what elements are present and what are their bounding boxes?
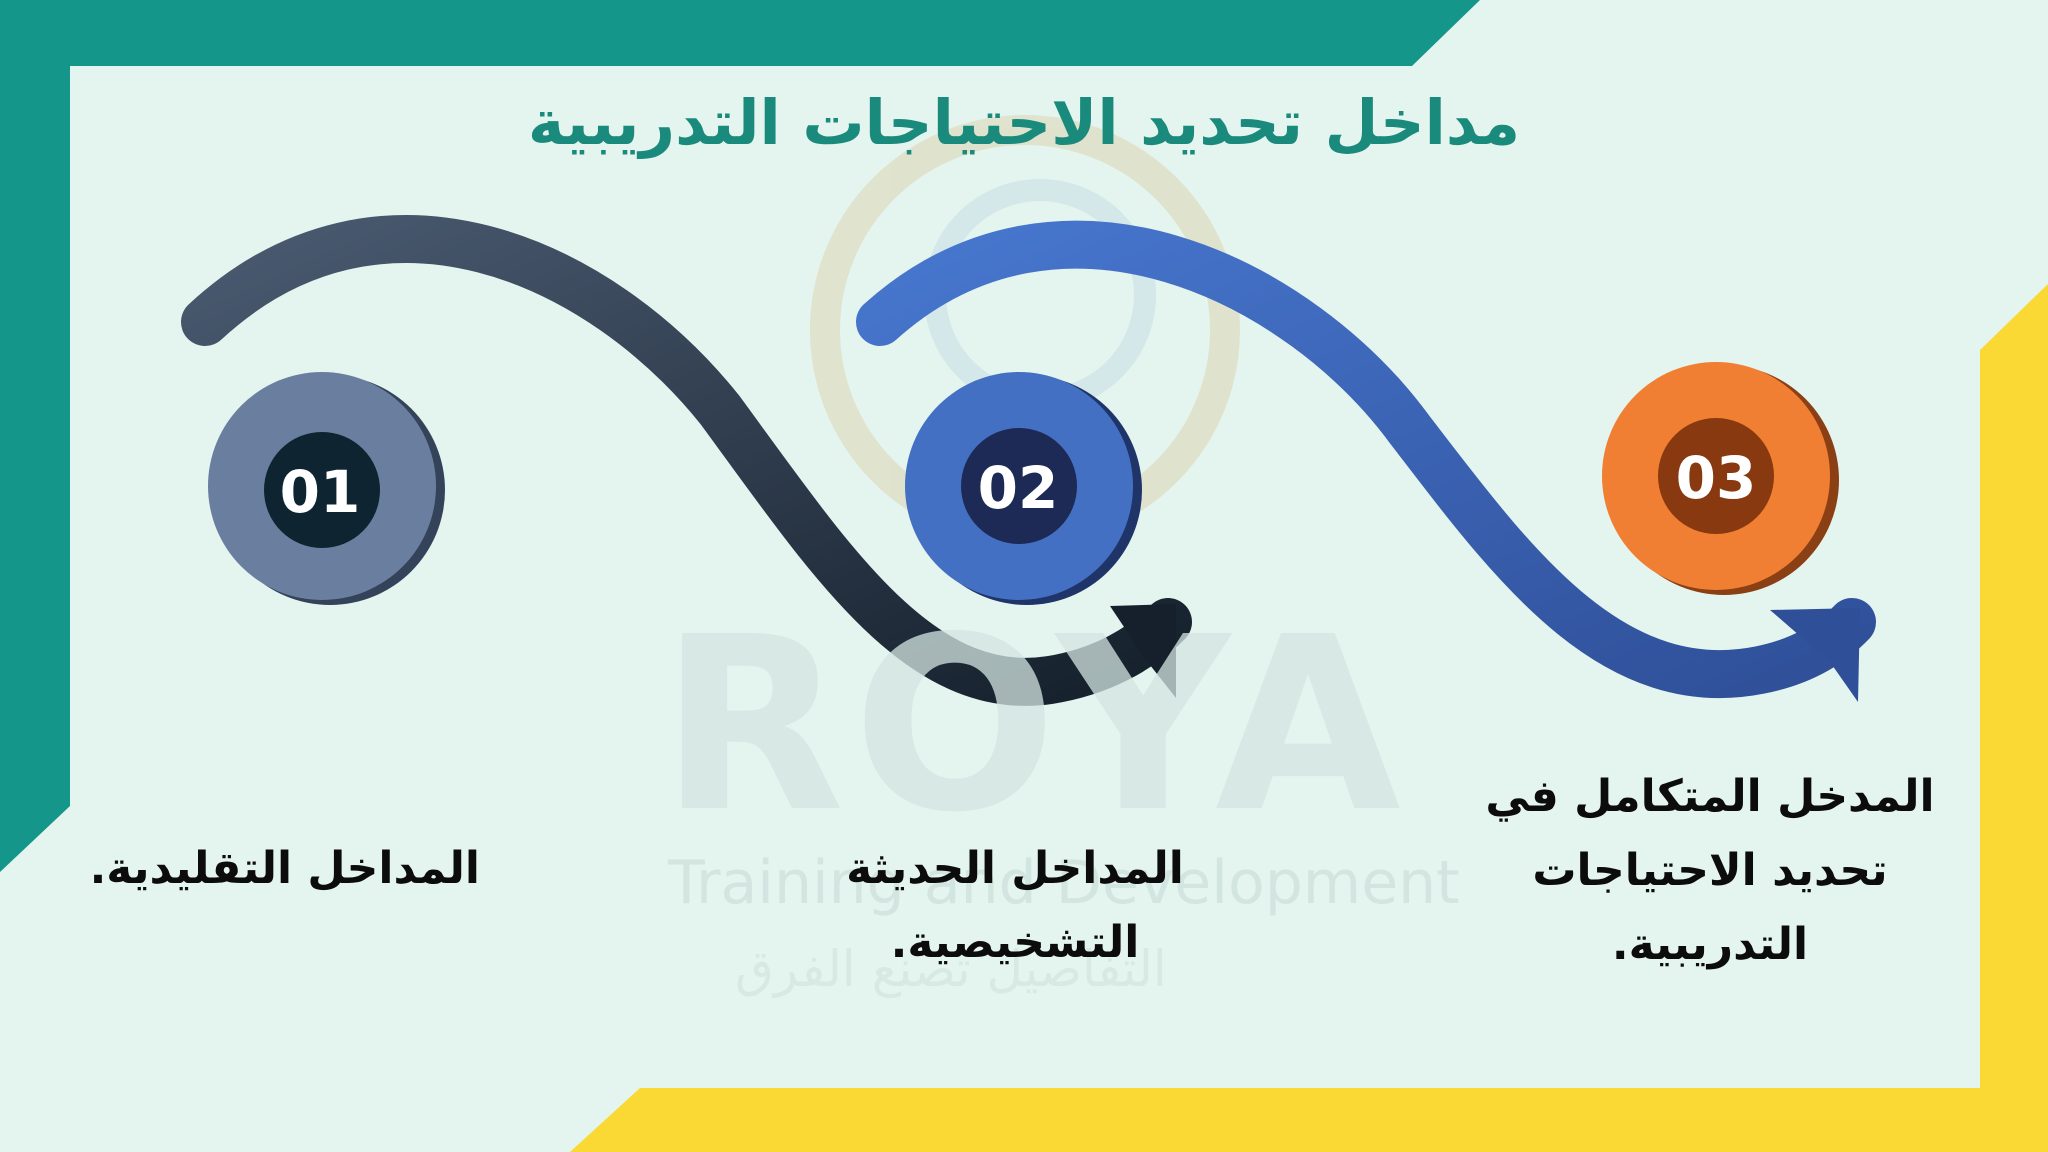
arrow-1	[181, 215, 1192, 706]
step-3-label-line: المدخل المتكامل في	[1485, 771, 1935, 822]
step-1-badge: 01	[208, 372, 445, 605]
arrow-2	[856, 220, 1876, 699]
page-title: مداخل تحديد الاحتياجات التدريبية	[527, 86, 1521, 159]
arrow-2-head	[1770, 608, 1860, 702]
step-2-label: المداخل الحديثة التشخيصية.	[800, 832, 1230, 980]
step-3-label: المدخل المتكامل في تحديد الاحتياجات التد…	[1470, 760, 1950, 982]
arrow-1-head	[1110, 604, 1176, 698]
step-1-label: المداخل التقليدية.	[90, 832, 480, 906]
step-1-core	[264, 432, 380, 548]
step-1-number: 01	[280, 458, 361, 526]
step-3-number: 03	[1676, 444, 1757, 512]
watermark-brand: ROYA	[660, 585, 1409, 865]
step-3-label-line: التدريبية.	[1611, 919, 1809, 970]
step-2-badge: 02	[905, 372, 1142, 605]
watermark-tagline: Training and Development	[668, 848, 1460, 918]
step-3-label-line: تحديد الاحتياجات	[1532, 845, 1888, 896]
step-3-core	[1658, 418, 1774, 534]
step-2-label-line: المداخل الحديثة	[846, 843, 1184, 894]
watermark-arabic-tagline: التفاصيل تصنع الفرق	[735, 940, 1167, 998]
step-2-label-line: التشخيصية.	[890, 917, 1140, 968]
step-2-core	[961, 428, 1077, 544]
watermark-inner-ring-icon	[924, 179, 1156, 411]
step-3-badge: 03	[1602, 362, 1839, 595]
step-2-number: 02	[978, 454, 1059, 522]
step-1-label-line: المداخل التقليدية.	[89, 843, 480, 894]
